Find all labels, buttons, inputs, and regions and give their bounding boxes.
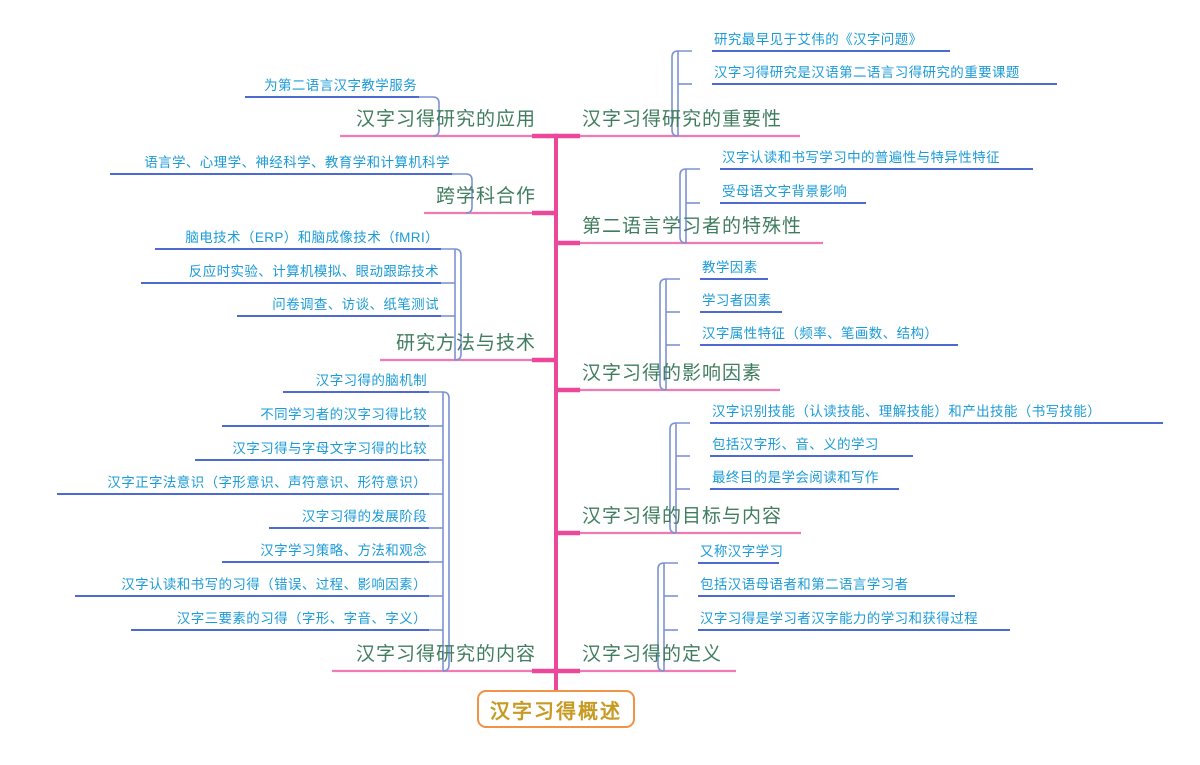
subnode-definition-3[interactable]: 汉字习得是学习者汉字能力的学习和获得过程 (700, 609, 978, 629)
subnode-influencing-factors-3[interactable]: 汉字属性特征（频率、笔画数、结构） (702, 324, 938, 344)
subnode-importance-2[interactable]: 汉字习得研究是汉语第二语言习得研究的重要课题 (714, 63, 1020, 83)
node-research-content[interactable]: 汉字习得研究的内容 (356, 642, 536, 670)
subnode-label: 汉字三要素的习得（字形、字音、字义） (176, 611, 427, 626)
node-influencing-factors-label: 汉字习得的影响因素 (582, 363, 763, 384)
subnode-label: 受母语文字背景影响 (722, 184, 848, 199)
node-application-label: 汉字习得研究的应用 (355, 109, 536, 130)
subnode-research-content-6[interactable]: 汉字学习策略、方法和观念 (260, 541, 427, 561)
subnode-label: 又称汉字学习 (700, 544, 784, 559)
node-influencing-factors[interactable]: 汉字习得的影响因素 (582, 361, 762, 389)
subnode-interdisciplinary-1[interactable]: 语言学、心理学、神经科学、教育学和计算机科学 (144, 153, 450, 173)
subnode-label: 包括汉字形、音、义的学习 (712, 437, 879, 452)
node-importance[interactable]: 汉字习得研究的重要性 (582, 107, 782, 135)
subnode-research-content-4[interactable]: 汉字正字法意识（字形意识、声符意识、形符意识） (107, 473, 427, 493)
subnode-application-1[interactable]: 为第二语言汉字教学服务 (264, 76, 417, 96)
subnode-goals-content-3[interactable]: 最终目的是学会阅读和写作 (712, 468, 879, 488)
subnode-label: 汉字习得的脑机制 (315, 373, 427, 388)
node-goals-content-label: 汉字习得的目标与内容 (582, 506, 783, 527)
subnode-label: 汉字属性特征（频率、笔画数、结构） (702, 326, 939, 341)
subnode-methods-tech-3[interactable]: 问卷调查、访谈、纸笔测试 (272, 295, 439, 315)
subnode-learner-specificity-1[interactable]: 汉字认读和书写学习中的普遍性与特异性特征 (722, 148, 1000, 168)
subnode-label: 学习者因素 (702, 293, 772, 308)
subnode-label: 问卷调查、访谈、纸笔测试 (272, 297, 439, 312)
subnode-research-content-2[interactable]: 不同学习者的汉字习得比较 (260, 405, 427, 425)
subnode-label: 语言学、心理学、神经科学、教育学和计算机科学 (144, 155, 450, 170)
node-learner-specificity-label: 第二语言学习者的特殊性 (582, 216, 803, 237)
subnode-label: 汉字习得研究是汉语第二语言习得研究的重要课题 (714, 65, 1020, 80)
subnode-label: 汉字认读和书写的习得（错误、过程、影响因素） (121, 577, 427, 592)
subnode-methods-tech-2[interactable]: 反应时实验、计算机模拟、眼动跟踪技术 (189, 262, 439, 282)
subnode-research-content-5[interactable]: 汉字习得的发展阶段 (302, 507, 427, 527)
subnode-research-content-1[interactable]: 汉字习得的脑机制 (316, 371, 427, 391)
node-goals-content[interactable]: 汉字习得的目标与内容 (582, 504, 782, 532)
node-methods-tech-label: 研究方法与技术 (395, 333, 536, 354)
subnode-label: 汉字习得与字母文字习得的比较 (232, 441, 427, 456)
subnode-goals-content-2[interactable]: 包括汉字形、音、义的学习 (712, 435, 879, 455)
subnode-label: 教学因素 (702, 260, 758, 275)
subnode-importance-1[interactable]: 研究最早见于艾伟的《汉字问题》 (714, 30, 923, 50)
subnode-label: 汉字习得的发展阶段 (301, 509, 427, 524)
subnode-label: 为第二语言汉字教学服务 (264, 78, 417, 93)
subnode-influencing-factors-2[interactable]: 学习者因素 (702, 291, 772, 311)
root-node[interactable]: 汉字习得概述 (477, 690, 635, 728)
subnode-label: 汉字习得是学习者汉字能力的学习和获得过程 (700, 611, 978, 626)
subnode-learner-specificity-2[interactable]: 受母语文字背景影响 (722, 182, 847, 202)
subnode-research-content-7[interactable]: 汉字认读和书写的习得（错误、过程、影响因素） (121, 575, 427, 595)
node-methods-tech[interactable]: 研究方法与技术 (396, 331, 536, 359)
node-application[interactable]: 汉字习得研究的应用 (356, 107, 536, 135)
subnode-research-content-8[interactable]: 汉字三要素的习得（字形、字音、字义） (177, 609, 427, 629)
subnode-label: 脑电技术（ERP）和脑成像技术（fMRI） (185, 230, 439, 245)
subnode-methods-tech-1[interactable]: 脑电技术（ERP）和脑成像技术（fMRI） (185, 228, 439, 248)
subnode-definition-1[interactable]: 又称汉字学习 (700, 542, 783, 562)
subnode-label: 研究最早见于艾伟的《汉字问题》 (714, 32, 923, 47)
subnode-label: 汉字正字法意识（字形意识、声符意识、形符意识） (107, 475, 427, 490)
subnode-label: 包括汉语母语者和第二语言学习者 (700, 577, 909, 592)
node-definition-label: 汉字习得的定义 (582, 644, 723, 665)
node-interdisciplinary[interactable]: 跨学科合作 (436, 184, 536, 212)
subnode-goals-content-1[interactable]: 汉字识别技能（认读技能、理解技能）和产出技能（书写技能） (712, 402, 1101, 422)
subnode-label: 反应时实验、计算机模拟、眼动跟踪技术 (188, 264, 439, 279)
subnode-label: 最终目的是学会阅读和写作 (712, 470, 879, 485)
subnode-definition-2[interactable]: 包括汉语母语者和第二语言学习者 (700, 575, 909, 595)
subnode-influencing-factors-1[interactable]: 教学因素 (702, 258, 758, 278)
node-interdisciplinary-label: 跨学科合作 (435, 186, 536, 207)
node-importance-label: 汉字习得研究的重要性 (582, 109, 783, 130)
subnode-label: 不同学习者的汉字习得比较 (260, 407, 427, 422)
subnode-label: 汉字认读和书写学习中的普遍性与特异性特征 (722, 150, 1000, 165)
subnode-research-content-3[interactable]: 汉字习得与字母文字习得的比较 (232, 439, 427, 459)
node-definition[interactable]: 汉字习得的定义 (582, 642, 722, 670)
subnode-label: 汉字学习策略、方法和观念 (260, 543, 427, 558)
connector-research-content (429, 391, 450, 672)
node-learner-specificity[interactable]: 第二语言学习者的特殊性 (582, 214, 802, 242)
root-node-label: 汉字习得概述 (490, 700, 622, 723)
node-research-content-label: 汉字习得研究的内容 (355, 644, 536, 665)
subnode-label: 汉字识别技能（认读技能、理解技能）和产出技能（书写技能） (712, 404, 1102, 419)
